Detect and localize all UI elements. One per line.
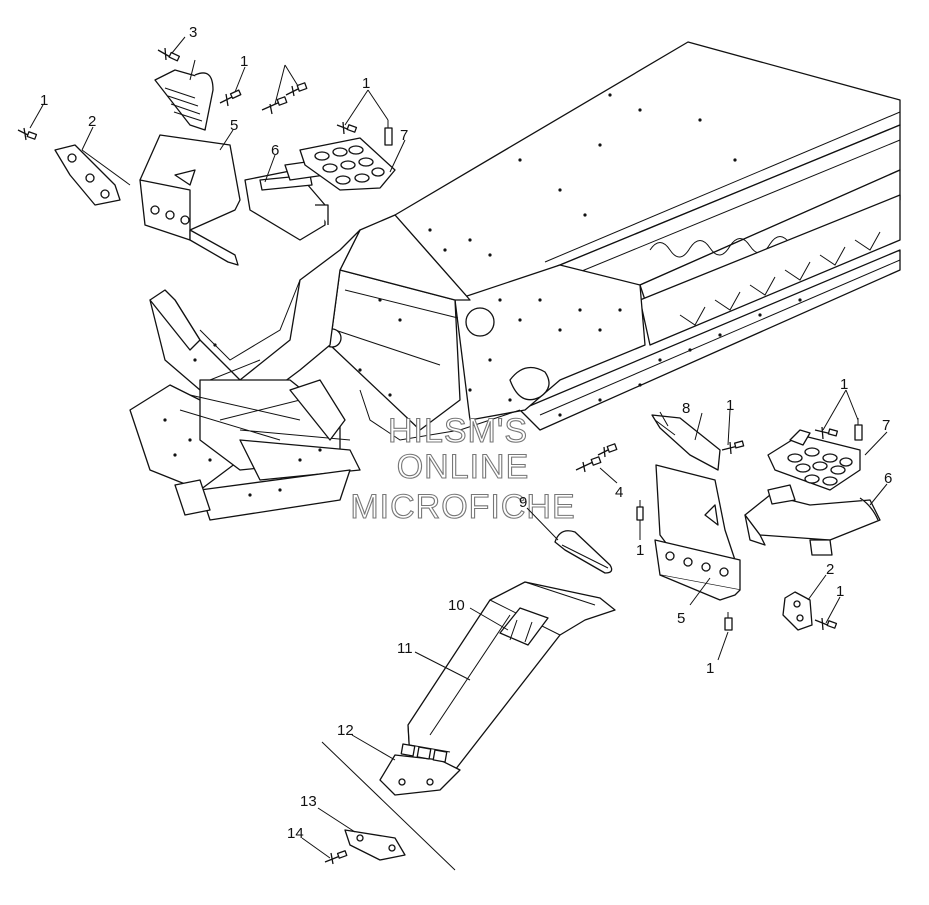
- callout-1: 1: [706, 660, 714, 677]
- bracket-part-2-upper-left: [54, 144, 121, 206]
- stud-part-4-lower: [575, 443, 618, 473]
- side-plate-part-5-upper-left: [139, 134, 241, 266]
- watermark-line-1: HILSM'S: [388, 412, 528, 450]
- callout-10: 10: [448, 597, 465, 614]
- callout-1: 1: [362, 75, 370, 92]
- bolt-part-1-upper-left: [17, 127, 38, 141]
- chassis-tunnel: [129, 41, 901, 521]
- callout-6: 6: [271, 142, 279, 159]
- callout-7: 7: [400, 127, 408, 144]
- bolt-part-1-left-of-5: [636, 500, 644, 521]
- callout-5: 5: [230, 117, 238, 134]
- callouts: 1 3 1 4 1 1 2 5 6 7 1 8 1 7 6 4 1 9 2 1 …: [40, 24, 892, 842]
- callout-5: 5: [677, 610, 685, 627]
- callout-3: 3: [189, 24, 197, 41]
- callout-9: 9: [519, 494, 527, 511]
- running-board-part-11: [407, 581, 616, 771]
- heat-shield-part-7-upper: [299, 137, 396, 191]
- watermark-line-2: ONLINE: [397, 448, 530, 486]
- callout-8: 8: [682, 400, 690, 417]
- bolt-part-1-right-c: [814, 617, 838, 631]
- callout-6: 6: [884, 470, 892, 487]
- callout-4: 4: [615, 484, 623, 501]
- alignment-line: [321, 741, 456, 871]
- callout-1: 1: [726, 397, 734, 414]
- watermark: HILSM'S ONLINE MICROFICHE: [350, 411, 575, 526]
- bolt-part-1-bottom: [724, 612, 733, 631]
- bolt-part-1-near-3: [219, 89, 242, 107]
- bolt-part-1-right-a: [814, 426, 839, 440]
- side-plate-part-5-right: [654, 464, 741, 601]
- bolt-part-1-top: [157, 47, 181, 62]
- callout-12: 12: [337, 722, 354, 739]
- bolt-part-1-upper-right-b: [384, 120, 393, 146]
- footrest-part-3: [154, 69, 214, 131]
- strap-part-9: [554, 530, 613, 574]
- watermark-line-3: MICROFICHE: [350, 488, 575, 526]
- callout-7: 7: [882, 417, 890, 434]
- leader-lines: [29, 36, 888, 859]
- bracket-part-2-right: [782, 591, 813, 631]
- callout-13: 13: [300, 793, 317, 810]
- callout-2: 2: [88, 113, 96, 130]
- stud-part-4-upper: [261, 82, 308, 115]
- bracket-part-12: [379, 743, 461, 796]
- screw-part-14: [324, 850, 348, 865]
- callout-1: 1: [840, 376, 848, 393]
- heat-shield-part-7-lower: [767, 429, 861, 491]
- bolt-part-1-right-b: [854, 418, 863, 441]
- callout-1: 1: [40, 92, 48, 109]
- callout-1: 1: [836, 583, 844, 600]
- hinge-bracket-part-6-lower: [744, 484, 881, 556]
- callout-11: 11: [397, 640, 413, 657]
- bolt-part-1-near-8: [721, 440, 745, 455]
- decal-part-10: [499, 607, 549, 646]
- callout-2: 2: [826, 561, 834, 578]
- callout-1: 1: [636, 542, 644, 559]
- plate-part-8: [651, 411, 721, 471]
- bolt-part-1-upper-right-a: [336, 121, 358, 135]
- callout-1: 1: [240, 53, 248, 70]
- plate-part-13: [344, 829, 406, 861]
- callout-14: 14: [287, 825, 304, 842]
